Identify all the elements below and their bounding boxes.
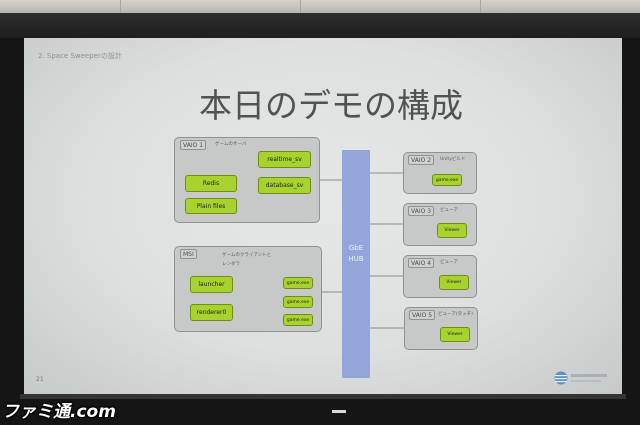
node-msi-label: MSI [180, 249, 197, 259]
section-label: 2. Space Sweeperの設計 [38, 52, 122, 60]
component-viewer: Viewer [440, 327, 470, 342]
component-realtime-sv: realtime_sv [258, 151, 311, 168]
component-plain-files: Plain files [185, 198, 237, 214]
screen-bottom-bar [20, 394, 626, 399]
node-vaio5-role: ビューア(タッチ) [438, 312, 473, 317]
podium-label [332, 410, 346, 413]
screen-case [0, 13, 640, 38]
node-vaio1-role: ゲームのサーバ [215, 142, 247, 147]
projected-slide [24, 38, 622, 394]
node-msi-role-line1: ゲームのクライアントと [222, 253, 272, 258]
node-vaio4-label: VAIO 4 [408, 258, 435, 268]
node-vaio3-label: VAIO 3 [408, 206, 435, 216]
component-redis: Redis [185, 175, 237, 192]
node-msi-role-line2: レンダラ [222, 262, 240, 267]
component-launcher: launcher [190, 276, 233, 293]
node-vaio2-role: Unityビルド [440, 157, 466, 162]
component-renderer0: renderer0 [190, 304, 233, 321]
company-logo-icon [554, 371, 607, 385]
page-number: 21 [36, 376, 44, 383]
component-game-exe: game.exe [432, 174, 462, 186]
node-vaio4-role: ビューア [440, 260, 458, 265]
node-vaio3-role: ビューア [440, 208, 458, 213]
node-vaio1-label: VAIO 1 [180, 140, 207, 150]
node-vaio2-label: VAIO 2 [408, 155, 435, 165]
component-game-exe: game.exe [283, 314, 313, 326]
ceiling-panel-seam [480, 0, 481, 13]
ceiling-panel-seam [120, 0, 121, 13]
component-viewer: Viewer [439, 275, 469, 290]
component-viewer: Viewer [437, 223, 467, 238]
node-vaio5-label: VAIO 5 [409, 310, 436, 320]
component-game-exe: game.exe [283, 277, 313, 289]
gbe-hub [342, 150, 370, 378]
component-game-exe: game.exe [283, 296, 313, 308]
slide-title: 本日のデモの構成 [199, 86, 463, 125]
component-database-sv: database_sv [258, 177, 311, 194]
watermark: ファミ通.com [2, 402, 116, 422]
hub-label-line1: GbE [348, 244, 364, 252]
ceiling-panel-seam [300, 0, 301, 13]
hub-label-line2: HUB [348, 255, 364, 263]
